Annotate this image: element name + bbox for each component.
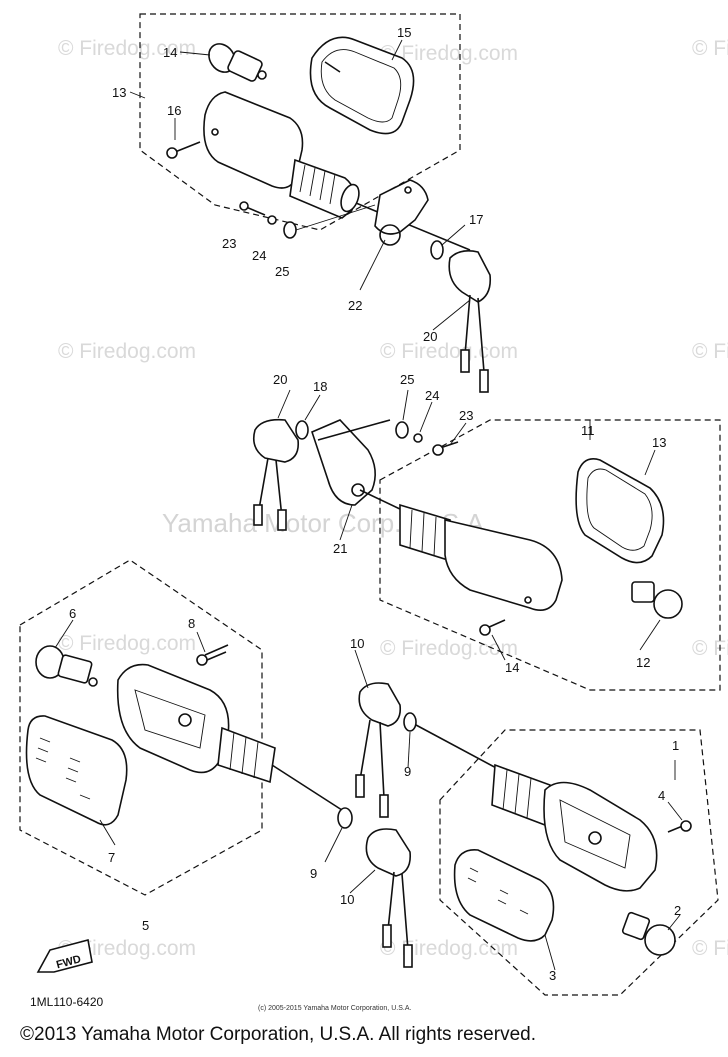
callout-13: 13 xyxy=(652,435,666,450)
assembly-5 xyxy=(19,559,413,968)
fwd-arrow-icon: FWD xyxy=(36,939,93,973)
lens-17 xyxy=(309,36,415,135)
callout-1: 1 xyxy=(672,738,679,753)
callout-20: 20 xyxy=(273,372,287,387)
assembly-boundary xyxy=(379,419,721,691)
lens-7 xyxy=(25,715,128,826)
watermark: © Firedog.com xyxy=(58,937,196,960)
callout-7: 7 xyxy=(108,850,115,865)
callout-3: 3 xyxy=(549,968,556,983)
callout-11: 11 xyxy=(581,423,595,438)
callout-17: 15 xyxy=(397,25,411,40)
callout-24: 24 xyxy=(425,388,439,403)
watermark: © Firedog.com xyxy=(692,937,728,960)
bulb-6 xyxy=(35,645,98,687)
socket-20 xyxy=(430,240,492,393)
screw-8 xyxy=(196,644,229,666)
bulb-12 xyxy=(631,581,683,619)
callout-21: 21 xyxy=(333,541,347,556)
callouts: 14 15 13 16 17 23 24 25 22 20 20 18 25 2… xyxy=(69,25,681,983)
assembly-boundary xyxy=(139,13,461,231)
screw-18 xyxy=(166,141,201,159)
assembly-15 xyxy=(139,13,492,393)
assembly-1 xyxy=(355,682,719,996)
housing-5 xyxy=(116,663,346,813)
assembly-boundary xyxy=(439,729,719,996)
callout-8: 8 xyxy=(188,616,195,631)
callout-20: 20 xyxy=(423,329,437,344)
watermark: © Firedog.com xyxy=(58,632,196,655)
washer-24 xyxy=(413,433,423,443)
callout-18: 16 xyxy=(167,103,181,118)
callout-4: 4 xyxy=(658,788,665,803)
lens-13 xyxy=(575,458,665,564)
screw-23 xyxy=(432,441,459,456)
washer-25 xyxy=(395,421,409,439)
callout-12: 12 xyxy=(636,655,650,670)
callout-14: 14 xyxy=(505,660,519,675)
screw-14 xyxy=(479,619,506,636)
housing-1 xyxy=(491,763,658,892)
assembly-boundary xyxy=(19,559,263,896)
socket-20 xyxy=(252,418,300,531)
callout-10: 10 xyxy=(350,636,364,651)
watermark: © Firedog.com xyxy=(58,340,196,363)
assembly-11 xyxy=(252,418,721,691)
callout-6: 6 xyxy=(69,606,76,621)
bulb-16 xyxy=(208,43,267,82)
socket-10 xyxy=(355,682,402,818)
watermark: © Firedog.com xyxy=(380,42,518,65)
grommet-19 xyxy=(295,420,309,440)
callout-22: 22 xyxy=(348,298,362,313)
callout-19: 18 xyxy=(313,379,327,394)
callout-10: 10 xyxy=(340,892,354,907)
watermark: © Firedog.com xyxy=(380,937,518,960)
housing-15 xyxy=(203,91,471,251)
watermark: © Firedog.com xyxy=(58,37,196,60)
grommet-9 xyxy=(337,807,353,829)
callout-5: 5 xyxy=(142,918,149,933)
diagram-code: 1ML110-6420 xyxy=(30,995,104,1009)
housing-11 xyxy=(359,489,563,611)
leader-lines xyxy=(54,39,683,971)
watermark: © Firedog.com xyxy=(692,637,728,660)
callout-23: 23 xyxy=(459,408,473,423)
small-copyright: (c) 2005-2015 Yamaha Motor Corporation, … xyxy=(258,1005,412,1012)
callout-9: 9 xyxy=(310,866,317,881)
callout-19: 17 xyxy=(469,212,483,227)
lens-3 xyxy=(453,848,555,942)
callout-25: 25 xyxy=(400,372,414,387)
callout-9: 9 xyxy=(404,764,411,779)
socket-10 xyxy=(365,828,413,968)
callout-25: 25 xyxy=(275,264,289,279)
grommet-9 xyxy=(403,712,417,732)
callout-23: 23 xyxy=(222,236,236,251)
callout-16: 14 xyxy=(163,45,177,60)
watermark: © Firedog.com xyxy=(692,340,728,363)
callout-2: 2 xyxy=(674,903,681,918)
bracket-21 xyxy=(311,419,391,506)
fasteners-23-24-25 xyxy=(239,201,376,239)
watermark: © Firedog.com xyxy=(380,637,518,660)
bracket-22 xyxy=(374,179,429,246)
watermark: © Firedog.com xyxy=(380,340,518,363)
watermark: © Firedog.com xyxy=(692,37,728,60)
callout-24: 24 xyxy=(252,248,266,263)
bulb-2 xyxy=(621,911,676,956)
screw-4 xyxy=(667,820,692,833)
copyright-notice: ©2013 Yamaha Motor Corporation, U.S.A. A… xyxy=(20,1024,536,1045)
callout-15: 13 xyxy=(112,85,126,100)
